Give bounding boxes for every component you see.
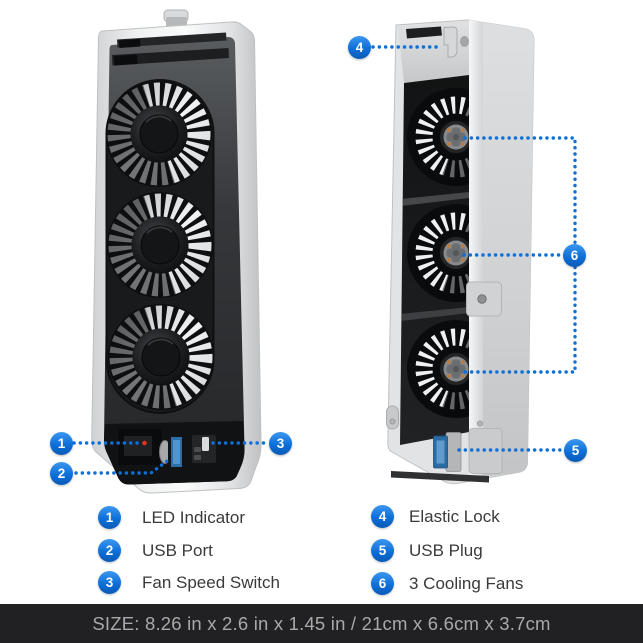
- callout-marker-1: 1: [50, 432, 73, 455]
- callout-marker-6: 6: [563, 244, 586, 267]
- led-indicator: [142, 440, 147, 446]
- legend-item-usb-plug: 5 USB Plug: [371, 539, 483, 562]
- callout-line-usb-port: [74, 459, 169, 475]
- legend-item-usb-port: 2 USB Port: [98, 539, 213, 562]
- callout-marker-5: 5: [564, 439, 587, 462]
- legend-num-4: 4: [371, 505, 394, 528]
- legend-num-1: 1: [98, 506, 121, 529]
- legend-item-elastic-lock: 4 Elastic Lock: [371, 505, 500, 528]
- legend-num-3: 3: [98, 571, 121, 594]
- legend-label: Elastic Lock: [409, 506, 500, 526]
- legend-item-cooling-fans: 6 3 Cooling Fans: [371, 572, 523, 595]
- front-view-unit: [92, 9, 262, 494]
- vent-slot: [117, 32, 227, 48]
- legend-num-5: 5: [371, 539, 394, 562]
- legend-label: USB Plug: [409, 540, 483, 560]
- callout-marker-2: 2: [50, 462, 73, 485]
- legend-num-6: 6: [371, 572, 394, 595]
- legend-label: USB Port: [142, 540, 213, 560]
- legend-item-fan-speed-switch: 3 Fan Speed Switch: [98, 571, 280, 594]
- legend-label: LED Indicator: [142, 507, 245, 527]
- callout-marker-3: 3: [269, 432, 292, 455]
- size-text: SIZE: 8.26 in x 2.6 in x 1.45 in / 21cm …: [92, 612, 551, 634]
- callout-marker-4: 4: [348, 36, 371, 59]
- size-bar: SIZE: 8.26 in x 2.6 in x 1.45 in / 21cm …: [0, 604, 643, 643]
- side-view-unit: [386, 19, 535, 485]
- vent-slot: [112, 48, 229, 66]
- legend-label: Fan Speed Switch: [142, 572, 280, 592]
- elastic-lock: [443, 26, 458, 58]
- legend-num-2: 2: [98, 539, 121, 562]
- legend-item-led-indicator: 1 LED Indicator: [98, 506, 245, 529]
- usb-plug: [433, 432, 462, 472]
- legend-label: 3 Cooling Fans: [409, 573, 524, 593]
